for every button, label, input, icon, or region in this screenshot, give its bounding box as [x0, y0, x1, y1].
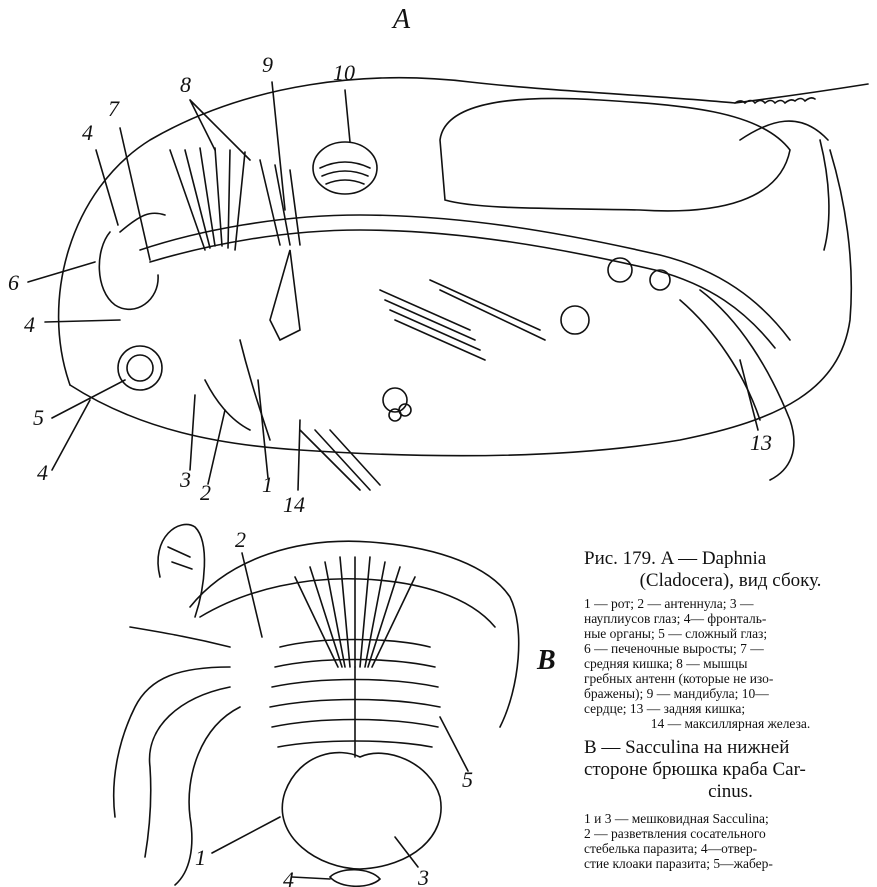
figure-caption: Рис. 179. A — Daphnia (Cladocera), вид с…: [584, 548, 877, 871]
legend-b-line: стие клоаки паразита; 5—жабер-: [584, 856, 877, 871]
panel-a-letter: A: [393, 4, 410, 36]
legend-a-line: средняя кишка; 8 — мышцы: [584, 656, 877, 671]
sacculina-drawing: 2 1 4 3 5: [0, 517, 600, 887]
label-b-3: 3: [417, 865, 429, 887]
label-a-7: 7: [108, 96, 120, 121]
legend-b-line: 1 и 3 — мешковидная Sacculina;: [584, 811, 877, 826]
legend-b-line: 2 — разветвления сосательного: [584, 826, 877, 841]
label-a-4-mid: 4: [24, 312, 35, 337]
label-b-1: 1: [195, 845, 206, 870]
daphnia-drawing: 4 7 8 9 10 6 4 5 4 3 2 1 14 13: [0, 0, 877, 520]
label-a-10: 10: [333, 60, 355, 85]
label-a-13: 13: [750, 430, 772, 455]
label-a-4-bottom: 4: [37, 460, 48, 485]
caption-b-line: B — Sacculina на нижней: [584, 737, 877, 759]
legend-a-line: 6 — печеночные выросты; 7 —: [584, 641, 877, 656]
legend-a-line: сердце; 13 — задняя кишка;: [584, 701, 877, 716]
label-b-2: 2: [235, 527, 246, 552]
legend-a: 1 — рот; 2 — антеннула; 3 — науплиусов г…: [584, 596, 877, 731]
label-a-8: 8: [180, 72, 191, 97]
label-a-2: 2: [200, 480, 211, 505]
label-a-1: 1: [262, 472, 273, 497]
caption-b-heading: B — Sacculina на нижней стороне брюшка к…: [584, 737, 877, 803]
caption-b-line: стороне брюшка краба Car-: [584, 759, 877, 781]
legend-b-line: стебелька паразита; 4—отвер-: [584, 841, 877, 856]
label-a-6: 6: [8, 270, 19, 295]
legend-b: 1 и 3 — мешковидная Sacculina; 2 — разве…: [584, 811, 877, 871]
label-b-4: 4: [283, 867, 294, 887]
legend-a-line: бражены); 9 — мандибула; 10—: [584, 686, 877, 701]
legend-a-line: гребных антенн (которые не изо-: [584, 671, 877, 686]
legend-a-line: ные органы; 5 — сложный глаз;: [584, 626, 877, 641]
caption-b-line: cinus.: [584, 781, 877, 803]
label-b-5: 5: [462, 767, 473, 792]
label-a-3: 3: [179, 467, 191, 492]
label-a-14: 14: [283, 492, 305, 517]
panel-b-letter: B: [537, 645, 556, 677]
caption-subtitle: (Cladocera), вид сбоку.: [584, 570, 877, 592]
label-a-4-top: 4: [82, 120, 93, 145]
label-a-5: 5: [33, 405, 44, 430]
legend-a-line: 14 — максиллярная железа.: [584, 716, 877, 731]
label-a-9: 9: [262, 52, 273, 77]
legend-a-line: 1 — рот; 2 — антеннула; 3 —: [584, 596, 877, 611]
legend-a-line: науплиусов глаз; 4— фронталь-: [584, 611, 877, 626]
caption-title: Рис. 179. A — Daphnia: [584, 548, 877, 570]
